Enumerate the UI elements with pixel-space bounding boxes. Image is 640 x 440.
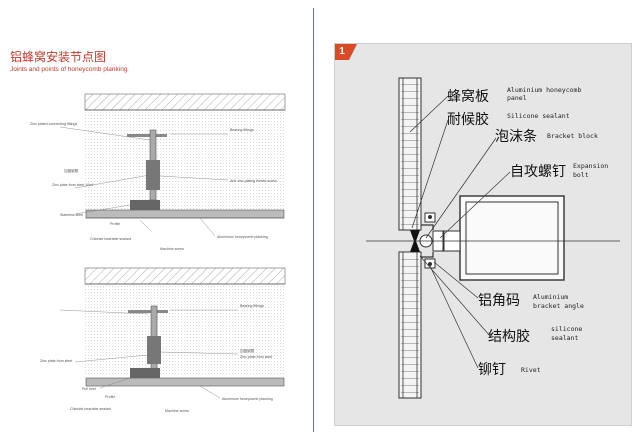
d2-label: 加固钢筋 [240,348,255,353]
bearing-plate [127,134,167,137]
leader-angle [433,261,479,299]
d1-label: Machine screw [160,247,184,251]
bearing-plate [128,310,168,313]
rivet-head [428,215,432,219]
left-panel [8,8,314,432]
panel-edge-lower [421,252,434,258]
leader-line [139,219,151,231]
badge-triangle [349,44,357,60]
honeycomb-panel-2 [85,377,285,387]
label-bolt-zh: 自攻螺钉 [510,164,566,180]
profile-clip [130,200,160,210]
backfill-area [85,284,285,376]
d2-label: Bearing fittings [240,304,264,308]
d1-label: Profile [110,222,120,226]
leader-silicone [411,119,449,229]
label-angle-en: Aluminium [533,293,568,301]
label-rivet-zh: 铆钉 [478,362,506,378]
label-angle-zh: 铝角码 [478,293,520,309]
leader-line [159,351,239,355]
label-struct-zh: 结构胶 [488,328,530,345]
d1-label: Aluminium honeycomb planking [217,235,268,239]
label-panel-zh: 蜂窝板 [447,88,489,105]
label-panel-en: panel [507,94,527,102]
leader-line [199,217,216,237]
leader-foam [425,137,497,239]
profile-clip [130,368,160,378]
page-subtitle: Joints and points of honeycomb planking [10,66,128,73]
d1-label: Chloride bearable sealant [90,237,131,241]
page-title: 铝蜂窝安装节点图 [10,50,107,64]
label-bolt-en: Expansion [573,162,608,170]
d2-label: Zinc plate from steel [40,359,73,363]
d2-label: Zinc plate from steel [240,355,273,359]
d2-label: Machine screw [165,409,189,413]
label-struct-en: sealant [551,334,578,342]
leader-line [99,377,131,389]
d2-label: Aluminium honeycomb planking [222,397,273,401]
d2-label: Pull rivet [82,387,96,391]
d2-label: Chloride bearable sealant [70,407,111,411]
leader-rivet [429,265,479,369]
leader-line [74,174,151,189]
detail-diagram-2: Bearing fittings 加固钢筋 Zinc plate from st… [40,267,286,413]
leader-line [159,175,229,181]
bolt-stack [146,160,160,190]
d1-label: Zinc plate from steel 10x4 [52,183,93,187]
honeycomb-core-lower [401,252,419,398]
leader-bolt [439,171,511,239]
d1-label: Bearing fittings [230,128,254,132]
leader-line [59,126,151,141]
label-angle-en: bracket angle [533,302,584,310]
d1-label: 加固钢筋 [64,168,79,173]
leader-panel [409,95,449,133]
leader-line [199,385,221,399]
steel-tube-outer [459,195,565,281]
label-foam-zh: 泡沫条 [495,128,537,145]
leader-line [59,309,149,315]
leader-line [74,354,149,363]
label-foam-en: Bracket block [547,132,598,140]
honeycomb-core-upper [401,78,419,230]
backfill-area [85,110,285,210]
label-panel-en: Aluminium honeycomb [507,86,581,94]
steel-tube-inner [465,201,559,275]
label-struct-en: silicone [551,325,582,333]
label-rivet-en: Rivet [521,366,541,374]
panel-number-badge: 1 [335,44,349,60]
label-bolt-en: bolt [573,171,589,179]
label-silicone-zh: 耐候胶 [447,111,489,128]
panel-edge-upper [421,224,434,230]
d1-label: Anti zinc plating thread screw [230,179,277,183]
rivet-head [428,262,432,266]
d1-label: Zinc plated connecting fittings [30,122,78,126]
d2-label: Profile [105,395,115,399]
label-silicone-en: Silicone sealant [507,112,570,120]
detail-diagram-1: Zinc plated connecting fittings Bearing … [30,93,286,251]
d1-label: Stainless steel [60,213,83,217]
bolt-stack [147,336,161,364]
leader-line [74,204,131,215]
